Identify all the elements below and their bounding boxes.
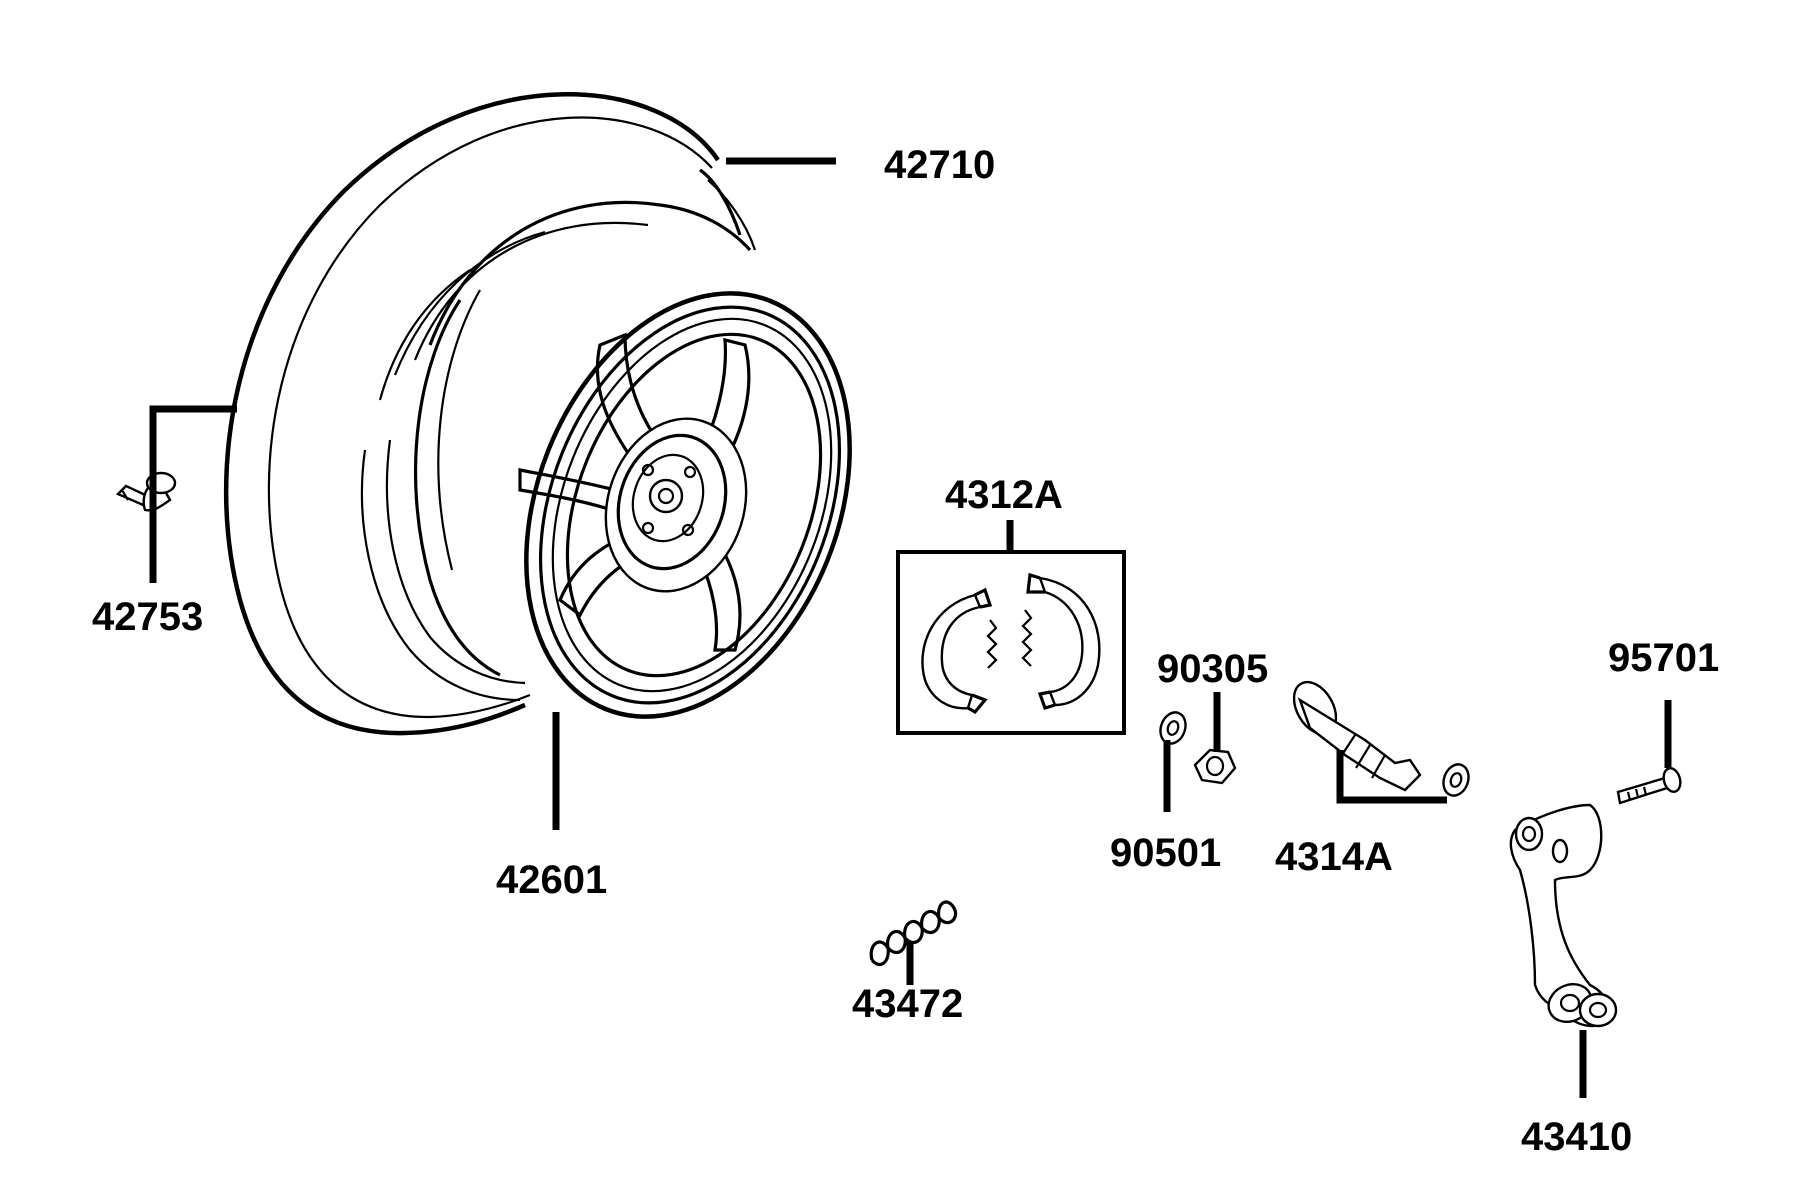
label-tire: 42710 (884, 143, 995, 187)
axle-drawing (1292, 680, 1470, 797)
tire-drawing (223, 92, 757, 736)
brake-arm-drawing (1509, 803, 1618, 1028)
label-washer: 90501 (1110, 831, 1221, 875)
label-rim: 42601 (496, 858, 607, 902)
brake-shoe-drawing (921, 572, 1101, 715)
label-valve: 42753 (92, 595, 203, 639)
leader-lines (149, 157, 1672, 1098)
label-washer-nut: 90305 (1157, 647, 1268, 691)
valve-drawing (115, 471, 177, 512)
label-brake-shoe-set: 4312A (945, 473, 1063, 517)
spring-drawing (869, 900, 958, 966)
label-brake-arm: 43410 (1521, 1115, 1632, 1159)
label-spring: 43472 (852, 982, 963, 1026)
bolt-drawing (1616, 767, 1682, 805)
nut-drawing (1193, 748, 1237, 785)
label-axle-kit: 4314A (1275, 835, 1393, 879)
washer-drawing (1159, 711, 1187, 745)
label-bolt: 95701 (1608, 636, 1719, 680)
rim-drawing (413, 289, 852, 719)
